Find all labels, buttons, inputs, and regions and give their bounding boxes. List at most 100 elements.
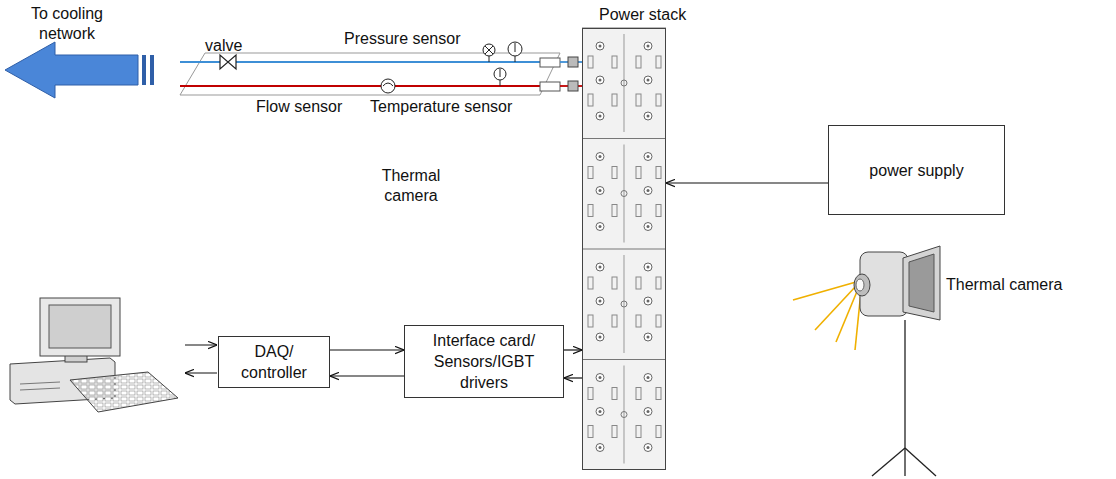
power-stack-detail-part — [647, 225, 650, 228]
power-stack-detail-part — [612, 315, 617, 327]
flow-sensor-symbol-part — [381, 79, 395, 93]
pressure-sensor-symbol-part — [515, 56, 516, 62]
signal-arrow — [330, 375, 404, 376]
power-stack-detail-part — [588, 94, 593, 106]
annotation-label: Thermal camera — [946, 275, 1062, 295]
power-stack-detail-part — [636, 277, 641, 289]
thermal-camera-illustration-part — [854, 274, 870, 296]
power-stack-detail-part — [624, 145, 625, 243]
thermal-camera-illustration-part — [909, 254, 934, 312]
power-stack-detail-part — [624, 34, 625, 132]
thermal-camera-illustration-part — [836, 289, 858, 342]
power-stack-detail-part — [599, 225, 602, 228]
power-stack-detail-part — [582, 138, 666, 139]
power-stack-detail-part — [582, 249, 666, 250]
temperature-sensor-symbol-part — [494, 68, 506, 80]
annotation-label: Temperature sensor — [370, 97, 512, 117]
power-stack-detail-part — [621, 412, 627, 418]
coolant-pipes-part — [540, 58, 560, 67]
flow-sensor-symbol-part — [383, 83, 393, 86]
computer-illustration-part — [185, 345, 217, 346]
thermal-camera-illustration-part — [904, 448, 905, 476]
coolant-pipes-part — [568, 81, 578, 91]
valve-symbol — [220, 55, 236, 69]
flow-arrow-part — [150, 55, 154, 85]
node-text: DAQ/ controller — [225, 341, 323, 383]
power-stack-detail-part — [599, 300, 602, 303]
power-stack-detail-part — [596, 76, 604, 84]
process-box: Interface card/ Sensors/IGBT drivers — [404, 325, 564, 398]
power-stack-detail-part — [588, 277, 593, 289]
power-stack-detail-part — [644, 263, 652, 271]
power-stack-detail-part — [596, 263, 604, 271]
pipe-housing-part — [180, 53, 560, 95]
pressure-sensor-symbol-part — [485, 46, 493, 54]
thermal-camera-illustration-part — [856, 279, 864, 291]
process-box: DAQ/ controller — [218, 336, 330, 388]
power-stack-detail-part — [612, 167, 617, 179]
power-stack-detail-part — [624, 255, 625, 353]
power-stack-detail-part — [599, 189, 602, 192]
thermal-camera-illustration-part — [904, 320, 905, 448]
power-stack-detail-part — [596, 297, 604, 305]
thermal-camera-illustration — [793, 246, 940, 476]
power-stack-detail-part — [596, 333, 604, 341]
power-stack-detail-part — [596, 444, 604, 452]
pressure-sensor-symbol-part — [483, 44, 495, 56]
power-stack-detail-part — [644, 374, 652, 382]
power-stack-detail-part — [612, 56, 617, 68]
pipe-housing — [180, 53, 560, 95]
power-stack-detail-part — [599, 336, 602, 339]
annotation-label: Thermal camera — [372, 166, 450, 206]
annotation-label: Flow sensor — [256, 97, 342, 117]
power-stack-detail-part — [596, 112, 604, 120]
power-stack-detail-part — [612, 426, 617, 438]
computer-illustration-part — [70, 372, 178, 412]
computer-illustration-part — [20, 382, 60, 384]
power-stack-detail-part — [647, 79, 650, 82]
power-stack-detail-part — [644, 408, 652, 416]
power-stack-detail-part — [596, 408, 604, 416]
pressure-sensor-symbol-part — [508, 42, 522, 56]
power-stack-detail — [582, 28, 666, 470]
power-stack-detail-part — [612, 94, 617, 106]
flow-arrow-part — [142, 55, 146, 85]
power-stack-detail-part — [656, 94, 661, 106]
computer-illustration — [10, 298, 217, 412]
coolant-pipes-part — [540, 82, 560, 91]
power-stack-detail-part — [647, 45, 650, 48]
pressure-sensor-symbol — [483, 42, 522, 62]
power-stack-detail-part — [636, 56, 641, 68]
power-stack-detail-part — [636, 315, 641, 327]
power-stack-detail-part — [644, 223, 652, 231]
power-stack-detail-part — [599, 446, 602, 449]
coolant-pipes-part — [568, 57, 578, 67]
power-stack-detail-part — [644, 76, 652, 84]
power-stack-detail-part — [599, 45, 602, 48]
signal-arrow — [564, 377, 582, 378]
power-stack-detail-part — [588, 388, 593, 400]
thermal-camera-illustration-part — [905, 448, 936, 476]
power-stack-detail-part — [636, 205, 641, 217]
power-stack-detail-part — [656, 56, 661, 68]
power-stack-detail-part — [644, 42, 652, 50]
power-stack-detail-part — [588, 167, 593, 179]
power-stack-detail-part — [596, 187, 604, 195]
power-stack-detail-part — [596, 42, 604, 50]
valve-symbol-part — [220, 55, 236, 69]
power-stack-detail-part — [656, 388, 661, 400]
power-stack-detail-part — [599, 155, 602, 158]
power-stack-detail-part — [644, 187, 652, 195]
flow-sensor-symbol — [381, 79, 395, 93]
power-stack-detail-part — [588, 426, 593, 438]
power-stack-detail-part — [588, 315, 593, 327]
pressure-sensor-symbol-part — [515, 43, 516, 52]
thermal-camera-illustration-part — [872, 448, 905, 476]
power-stack-detail-part — [644, 112, 652, 120]
temperature-sensor-symbol-part — [500, 69, 501, 77]
flow-arrow-part — [5, 42, 138, 98]
power-stack-detail-part — [644, 297, 652, 305]
